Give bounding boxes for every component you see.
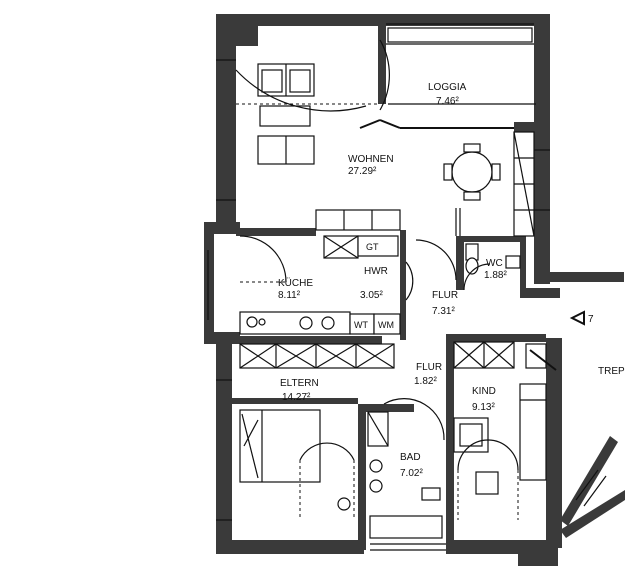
bad-name: BAD [400,452,421,463]
eltern-name: ELTERN [280,378,319,389]
bathtub-icon [369,515,443,539]
hwr-room: GT WT WM HWR 3.05² [349,235,414,335]
wc-area: 1.88² [484,270,507,281]
entrance-number: 7 [588,314,594,325]
wc-name: WC [486,258,503,269]
wohnen-name: WOHNEN [348,154,394,165]
kind-name: KIND [472,386,496,397]
bed-icon [239,409,321,483]
flur-mid-room: FLUR 1.82² [414,362,442,387]
kueche-area: 8.11² [278,290,301,301]
flur-top-room: FLUR 7.31² [415,208,461,317]
kind-bed-icon [519,383,547,481]
wm-label: WM [378,320,394,330]
dining-table-icon [451,151,493,193]
flur-mid-name: FLUR [416,362,442,373]
wohnen-room: WOHNEN 27.29² [235,63,535,237]
flur-top-name: FLUR [432,290,458,301]
sink-icon [299,316,313,330]
interior-walls [232,24,546,552]
entrance-arrow-icon [569,310,585,326]
kind-room: KIND 9.13² [453,343,557,520]
gt-label: GT [366,242,379,252]
flur-mid-area: 1.82² [414,376,437,387]
eltern-area: 14.27² [282,392,311,403]
entrance: 7 TREP [560,310,625,538]
loggia-name: LOGGIA [428,82,467,93]
wc-room: WC 1.88² [463,243,521,291]
wc-sink-icon [505,255,521,269]
eltern-room: ELTERN 14.27² [239,378,355,520]
kind-area: 9.13² [472,402,495,413]
loggia-room: LOGGIA 7.46² [236,27,536,129]
bad-room: BAD 7.02² [367,398,445,539]
kueche-name: KÜCHE [278,277,313,289]
corridor-wardrobes [239,341,515,369]
kueche-room: KÜCHE 8.11² [239,209,401,335]
exterior-walls [204,14,624,566]
flur-top-area: 7.31² [432,306,455,317]
wohnen-area: 27.29² [348,166,377,177]
wt-label: WT [354,320,368,330]
table-icon [259,105,311,127]
washbasin-icon [369,459,383,473]
stair-label: TREP [598,366,625,377]
toilet-bad-icon [421,487,441,501]
bad-area: 7.02² [400,468,423,479]
hwr-name: HWR [364,266,388,277]
loggia-area: 7.46² [436,96,459,107]
windows [207,23,550,551]
hwr-area: 3.05² [360,290,383,301]
stove-icon [246,316,258,328]
plant-icon [337,497,351,511]
